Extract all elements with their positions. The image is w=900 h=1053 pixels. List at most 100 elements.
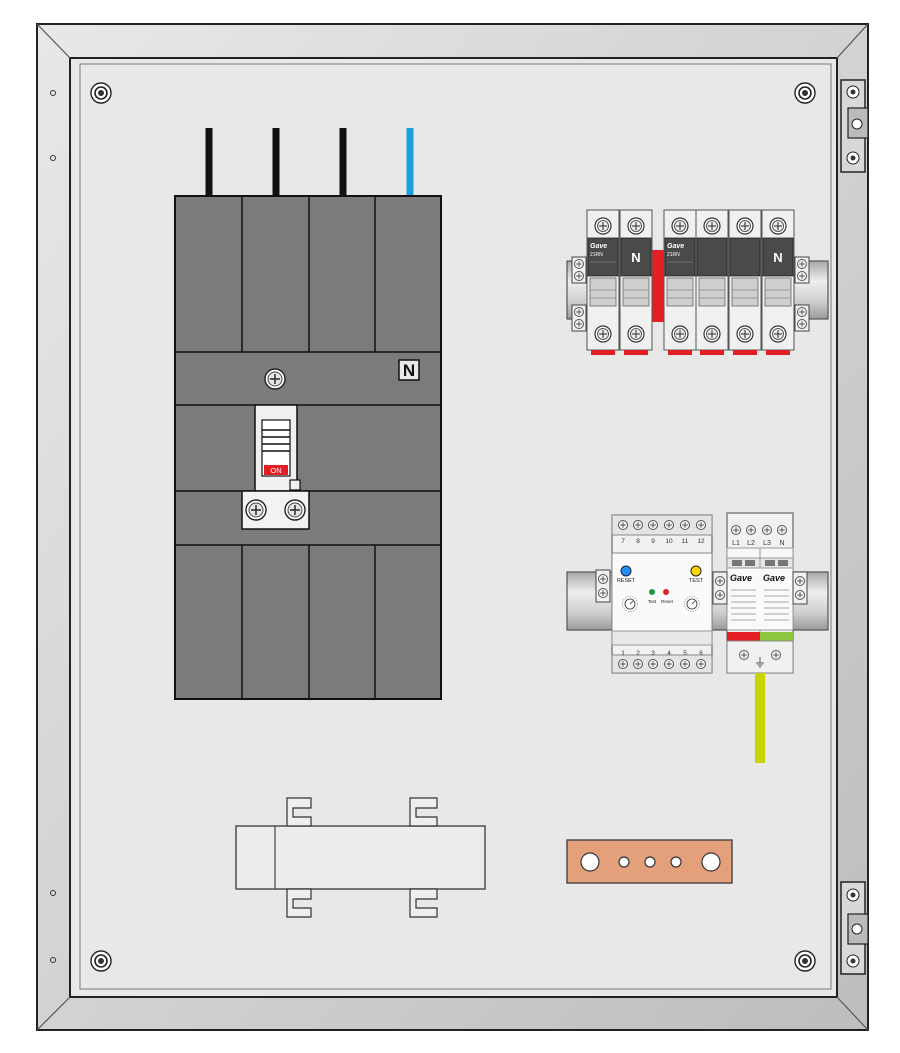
relay-terminal-label-top: 10: [665, 538, 673, 545]
neutral-marker: [398, 359, 420, 381]
earth-wire: [755, 673, 765, 763]
breaker-indicator-box: [289, 479, 301, 491]
fuse-terminal-screw[interactable]: [703, 217, 721, 235]
fuse-brand-label: Gave: [590, 243, 607, 250]
breaker-terminal-screw: [245, 499, 267, 521]
spd-terminal-screw[interactable]: [746, 525, 756, 535]
fuse-terminal-screw[interactable]: [671, 325, 689, 343]
relay-terminal-screw-top[interactable]: [648, 520, 658, 530]
neutral-marker-label: N: [403, 361, 415, 380]
fuse-neutral-label: N: [773, 250, 782, 265]
breaker-body: [174, 195, 442, 700]
fuse-holder-module: [695, 209, 729, 355]
spd-brand-left: Gave: [730, 573, 752, 583]
fuse-holder-latch[interactable]: [668, 350, 692, 355]
relay-terminal-screw-bottom[interactable]: [618, 659, 628, 669]
relay-adjust-dial-left[interactable]: [622, 596, 638, 612]
breaker-on-label: ON: [270, 466, 281, 475]
test-led: [649, 589, 655, 595]
fuse-holder-latch[interactable]: [733, 350, 757, 355]
fuse-terminal-screw[interactable]: [627, 217, 645, 235]
fuse-holder-module: Gave 21RN: [663, 209, 697, 355]
mounting-hole: [90, 82, 112, 104]
relay-terminal-screw-top[interactable]: [680, 520, 690, 530]
fuse-holder-module: N: [619, 209, 653, 355]
fuse-holder-latch[interactable]: [700, 350, 724, 355]
fuse-carrier[interactable]: [622, 277, 650, 307]
fuse-terminal-screw[interactable]: [627, 325, 645, 343]
spd-terminal-screw[interactable]: [731, 525, 741, 535]
fuse-model-label: 21RN: [667, 252, 680, 258]
relay-terminal-screw-top[interactable]: [633, 520, 643, 530]
svg-text:TEST: TEST: [689, 578, 704, 584]
fuse-carrier[interactable]: [698, 277, 726, 307]
relay-terminal-label-top: 8: [636, 538, 640, 545]
relay-reset-button[interactable]: RESET: [617, 565, 636, 584]
relay-terminal-label-top: 12: [697, 538, 705, 545]
frame-rivet: [50, 90, 56, 96]
relay-terminal-screw-bottom[interactable]: [680, 659, 690, 669]
fuse-terminal-screw[interactable]: [736, 217, 754, 235]
relay-terminal-screw-bottom[interactable]: [664, 659, 674, 669]
fuse-brand-label: Gave: [667, 243, 684, 250]
fuse-terminal-screw[interactable]: [594, 325, 612, 343]
spd-earth-screw: [771, 650, 781, 660]
relay-terminal-screw-bottom[interactable]: [633, 659, 643, 669]
reset-led-label: Reset: [661, 599, 674, 604]
relay-terminal-screw-bottom[interactable]: [696, 659, 706, 669]
relay-adjust-dial-right[interactable]: [684, 596, 700, 612]
fuse-carrier[interactable]: [589, 277, 617, 307]
earth-bar-hole: [580, 852, 600, 872]
fuse-holder-rail-clips: [571, 256, 810, 332]
fuse-carrier[interactable]: [666, 277, 694, 307]
breaker-cover-screw: [264, 368, 286, 390]
relay-test-button[interactable]: TEST: [689, 565, 704, 584]
fuse-terminal-screw[interactable]: [736, 325, 754, 343]
relay-terminal-label-bottom: 4: [667, 650, 671, 657]
test-led-label: Test: [648, 599, 657, 604]
spd-terminal-screw[interactable]: [762, 525, 772, 535]
spd-terminal-screw[interactable]: [777, 525, 787, 535]
spd-terminal-label: L1: [732, 540, 740, 547]
frame-rivet: [50, 890, 56, 896]
relay-terminal-label-bottom: 6: [699, 650, 703, 657]
breaker-terminal-screw: [284, 499, 306, 521]
mounting-hole: [794, 950, 816, 972]
relay-terminal-label-bottom: 3: [651, 650, 655, 657]
fuse-holder-module: [728, 209, 762, 355]
relay-terminal-screw-bottom[interactable]: [648, 659, 658, 669]
fuse-group-separator: [650, 250, 664, 322]
fuse-terminal-screw[interactable]: [769, 325, 787, 343]
spd-terminal-label: N: [779, 540, 784, 547]
spd-terminal-label: L2: [747, 540, 755, 547]
fuse-terminal-screw[interactable]: [703, 325, 721, 343]
hinge-top: [840, 79, 869, 173]
earth-bar-hole: [618, 856, 630, 868]
fuse-holder-module: N: [761, 209, 795, 355]
fuse-holder-latch[interactable]: [591, 350, 615, 355]
frame-rivet: [50, 957, 56, 963]
fuse-carrier[interactable]: [731, 277, 759, 307]
breaker-toggle-switch[interactable]: ON: [261, 419, 291, 477]
fuse-terminal-screw[interactable]: [594, 217, 612, 235]
fuse-terminal-screw[interactable]: [671, 217, 689, 235]
fuse-carrier[interactable]: [764, 277, 792, 307]
fuse-neutral-label: N: [631, 250, 640, 265]
fuse-holder-latch[interactable]: [766, 350, 790, 355]
relay-terminal-label-bottom: 2: [636, 650, 640, 657]
spd-earth-screw: [739, 650, 749, 660]
earth-bar-hole: [701, 852, 721, 872]
din-rail-clamp: [235, 797, 486, 918]
relay-terminal-label-top: 11: [682, 538, 689, 545]
relay-terminal-screw-top[interactable]: [696, 520, 706, 530]
fuse-terminal-screw[interactable]: [769, 217, 787, 235]
mounting-hole: [794, 82, 816, 104]
relay-terminal-screw-top[interactable]: [618, 520, 628, 530]
earth-bar-hole: [644, 856, 656, 868]
relay-terminal-screw-top[interactable]: [664, 520, 674, 530]
fuse-holder-latch[interactable]: [624, 350, 648, 355]
